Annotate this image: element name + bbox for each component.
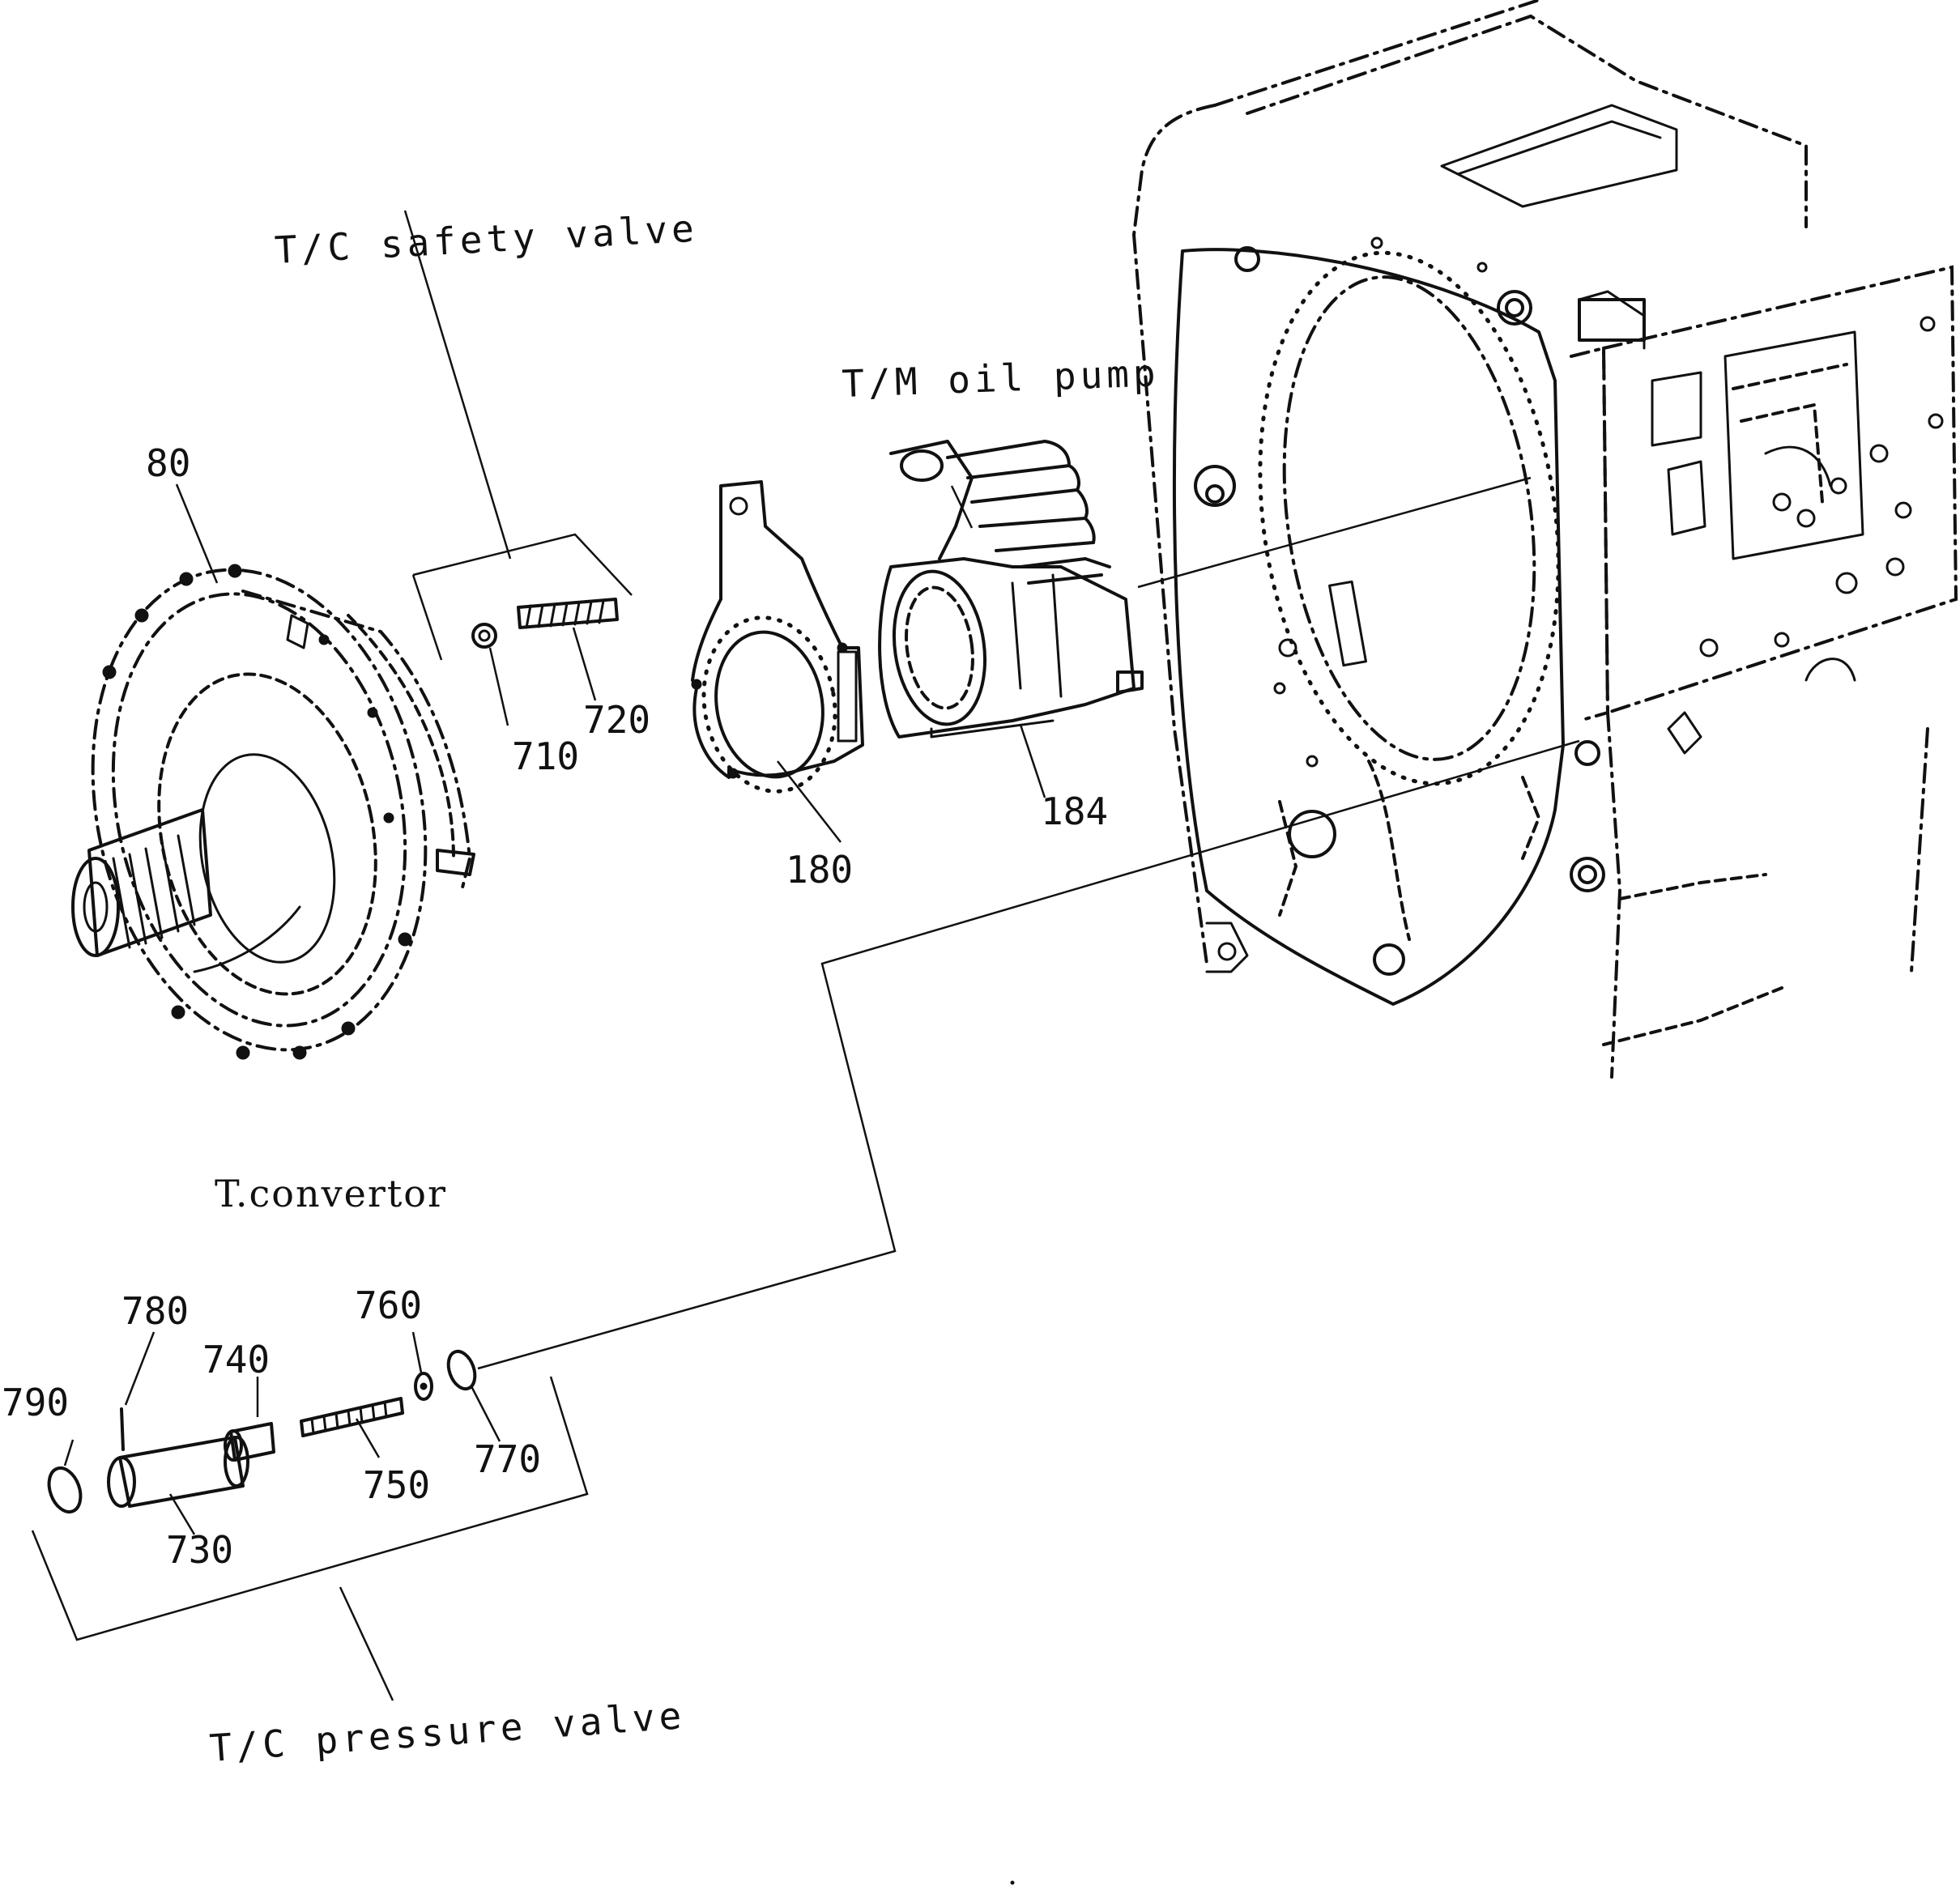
part-760-washer [414,1372,433,1401]
part-780-pin [120,1407,125,1451]
part-number-750: 750 [363,1463,430,1507]
part-740-spool [229,1422,275,1462]
part-770-ring [446,1349,477,1391]
part-730-sleeve [118,1436,245,1508]
part-number-710: 710 [512,734,579,778]
part-number-770: 770 [474,1437,541,1481]
stray-mark [1010,1880,1015,1885]
part-number-180: 180 [786,848,853,892]
text-labels: T/C safety valve T/M oil pump T.converto… [2,206,1160,1770]
part-number-780: 780 [121,1289,189,1333]
tm-oil-pump-184 [878,440,1144,739]
part-710-seal [471,623,497,649]
tc-safety-valve-parts [403,210,633,661]
transmission-case [1132,0,1958,1079]
part-number-720: 720 [583,698,650,742]
torque-convertor [71,564,475,1060]
part-number-740: 740 [202,1338,270,1381]
part-750-spring [300,1397,404,1437]
tc-pressure-valve-parts [31,1349,589,1701]
label-tm-oil-pump: T/M oil pump [841,351,1160,406]
part-number-184: 184 [1041,790,1108,833]
gasket-180 [691,480,864,794]
part-790-ring [47,1466,83,1514]
leader-lines [63,476,1580,1535]
part-number-730: 730 [166,1528,233,1572]
label-tc-pressure-valve: T/C pressure valve [208,1693,687,1770]
part-720-spring [517,598,619,629]
part-number-790: 790 [2,1381,69,1424]
part-number-760: 760 [355,1283,422,1327]
label-t-convertor: T.convertor [215,1172,447,1215]
part-number-80: 80 [146,441,190,485]
label-tc-safety-valve: T/C safety valve [274,206,699,272]
